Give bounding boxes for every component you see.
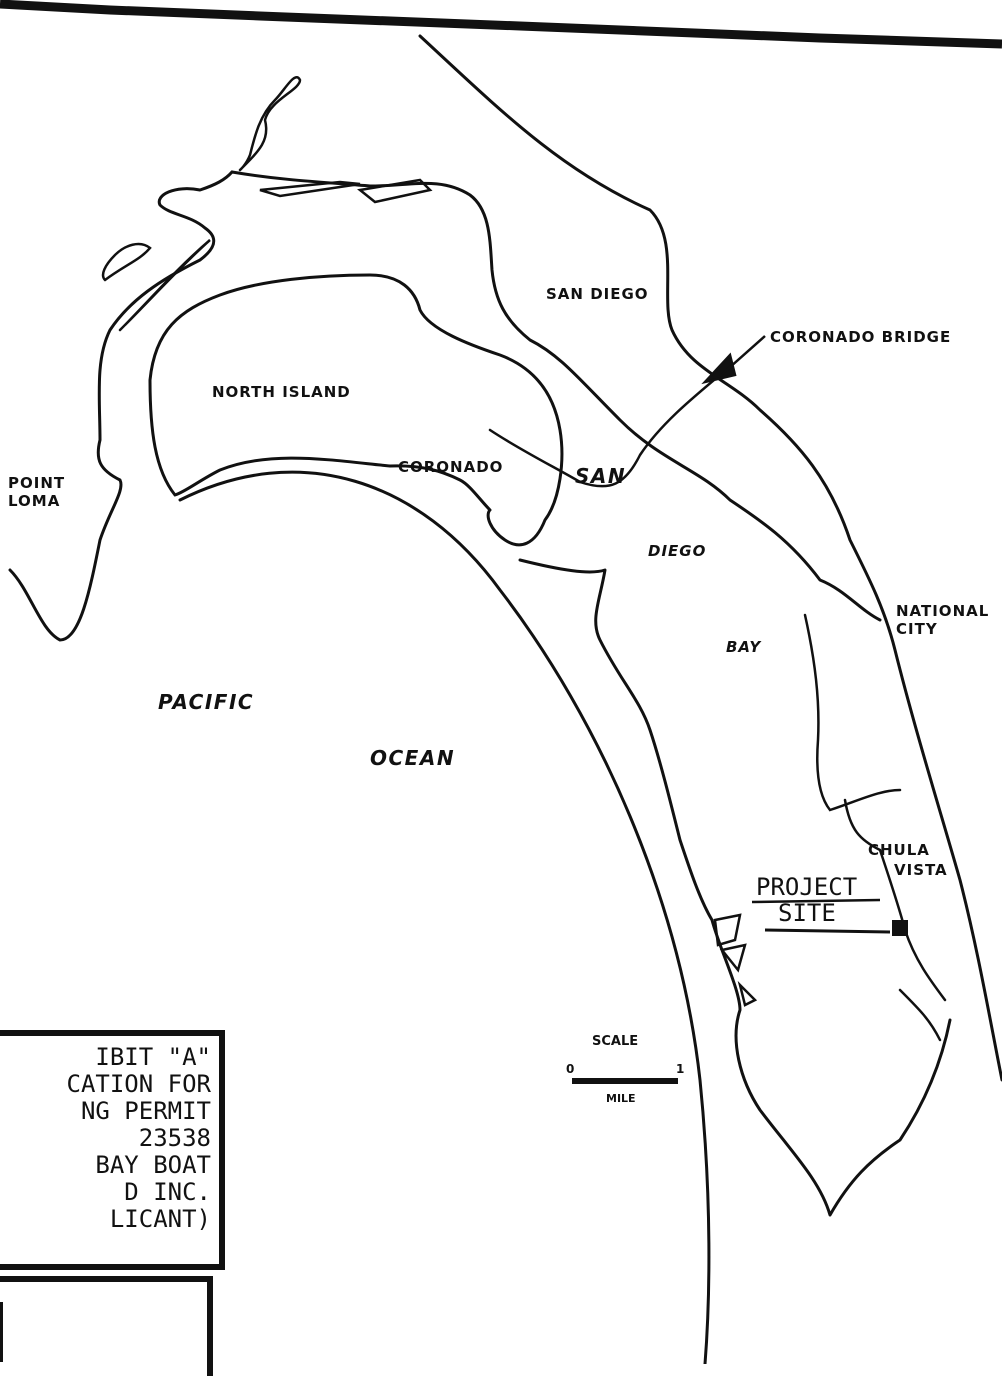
strand-bay-shore <box>518 558 952 1217</box>
label-san-diego: SAN DIEGO <box>546 285 649 303</box>
label-bay: BAY <box>726 638 762 656</box>
label-national-city: NATIONAL CITY <box>896 602 989 638</box>
mainland-coast <box>418 34 1002 1082</box>
label-north-island: NORTH ISLAND <box>212 383 351 401</box>
project-site-pointer <box>764 928 891 934</box>
project-site-marker <box>892 920 908 936</box>
scale-bar <box>572 1078 678 1084</box>
exhibit-line-1: IBIT "A" <box>95 1043 211 1071</box>
point-loma-coast <box>8 170 234 642</box>
label-coronado: CORONADO <box>398 458 504 476</box>
exhibit-line-7: LICANT) <box>109 1205 211 1233</box>
coronado-bridge-line <box>488 373 722 488</box>
label-city: CITY <box>896 620 938 638</box>
lower-box-mark <box>0 1302 3 1362</box>
exhibit-line-5: BAY BOAT <box>95 1151 211 1179</box>
bridge-arrow <box>701 335 766 385</box>
label-ocean: OCEAN <box>370 746 456 770</box>
label-site: SITE <box>778 899 836 927</box>
exhibit-line-2: CATION FOR <box>66 1070 212 1098</box>
lower-title-block <box>0 1276 213 1376</box>
exhibit-line-3: NG PERMIT <box>80 1097 211 1125</box>
label-national: NATIONAL <box>896 602 990 620</box>
scale-title: SCALE <box>592 1034 639 1049</box>
label-point: POINT <box>8 474 66 492</box>
scale-start: 0 <box>566 1062 575 1076</box>
label-vista: VISTA <box>894 861 948 879</box>
label-point-loma: POINT LOMA <box>8 474 65 510</box>
exhibit-title-block: IBIT "A" CATION FOR NG PERMIT 23538 BAY … <box>0 1030 225 1270</box>
project-underline <box>751 898 881 904</box>
label-project-site: PROJECT SITE <box>756 874 857 926</box>
scale-end: 1 <box>676 1062 685 1076</box>
label-san: SAN <box>575 464 627 488</box>
label-chula: CHULA <box>868 841 930 859</box>
label-coronado-bridge: CORONADO BRIDGE <box>770 328 952 346</box>
label-diego: DIEGO <box>648 542 707 560</box>
label-loma: LOMA <box>8 492 61 510</box>
exhibit-line-4: 23538 <box>138 1124 211 1152</box>
label-chula-vista: CHULA VISTA <box>868 840 948 880</box>
exhibit-line-6: D INC. <box>124 1178 211 1206</box>
top-border <box>0 0 1002 49</box>
north-island-coast <box>148 273 564 547</box>
silver-strand-coast <box>178 470 711 1364</box>
scale-unit: MILE <box>606 1092 636 1105</box>
label-project: PROJECT <box>756 873 858 901</box>
label-pacific: PACIFIC <box>158 690 255 714</box>
